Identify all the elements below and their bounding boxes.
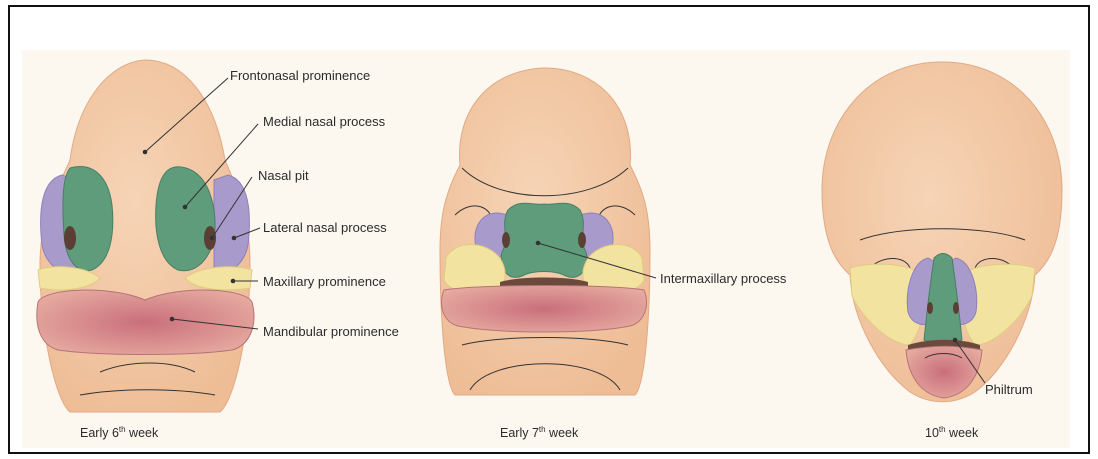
caption-early-6th-week: Early 6th week	[80, 425, 159, 440]
labels-stage-1: Frontonasal prominence Medial nasal proc…	[230, 68, 399, 339]
intermaxillary-process	[501, 203, 587, 277]
mandibular-prominence-7wk	[442, 286, 647, 333]
label-philtrum: Philtrum	[985, 382, 1033, 397]
label-nasal-pit: Nasal pit	[258, 168, 309, 183]
mandibular-prominence	[37, 290, 254, 354]
label-mandibular-prominence: Mandibular prominence	[263, 324, 399, 339]
stage-10th-week	[822, 62, 1062, 402]
caption-10th-week: 10th week	[925, 425, 979, 440]
nasal-pit-left	[64, 226, 76, 250]
label-lateral-nasal-process: Lateral nasal process	[263, 220, 387, 235]
medial-nasal-process-left	[63, 167, 113, 271]
label-maxillary-prominence: Maxillary prominence	[263, 274, 386, 289]
label-medial-nasal-process: Medial nasal process	[263, 114, 386, 129]
stage-early-7th-week	[440, 68, 650, 395]
label-frontonasal-prominence: Frontonasal prominence	[230, 68, 370, 83]
stage-early-6th-week	[37, 60, 254, 412]
caption-early-7th-week: Early 7th week	[500, 425, 579, 440]
label-intermaxillary-process: Intermaxillary process	[660, 271, 787, 286]
